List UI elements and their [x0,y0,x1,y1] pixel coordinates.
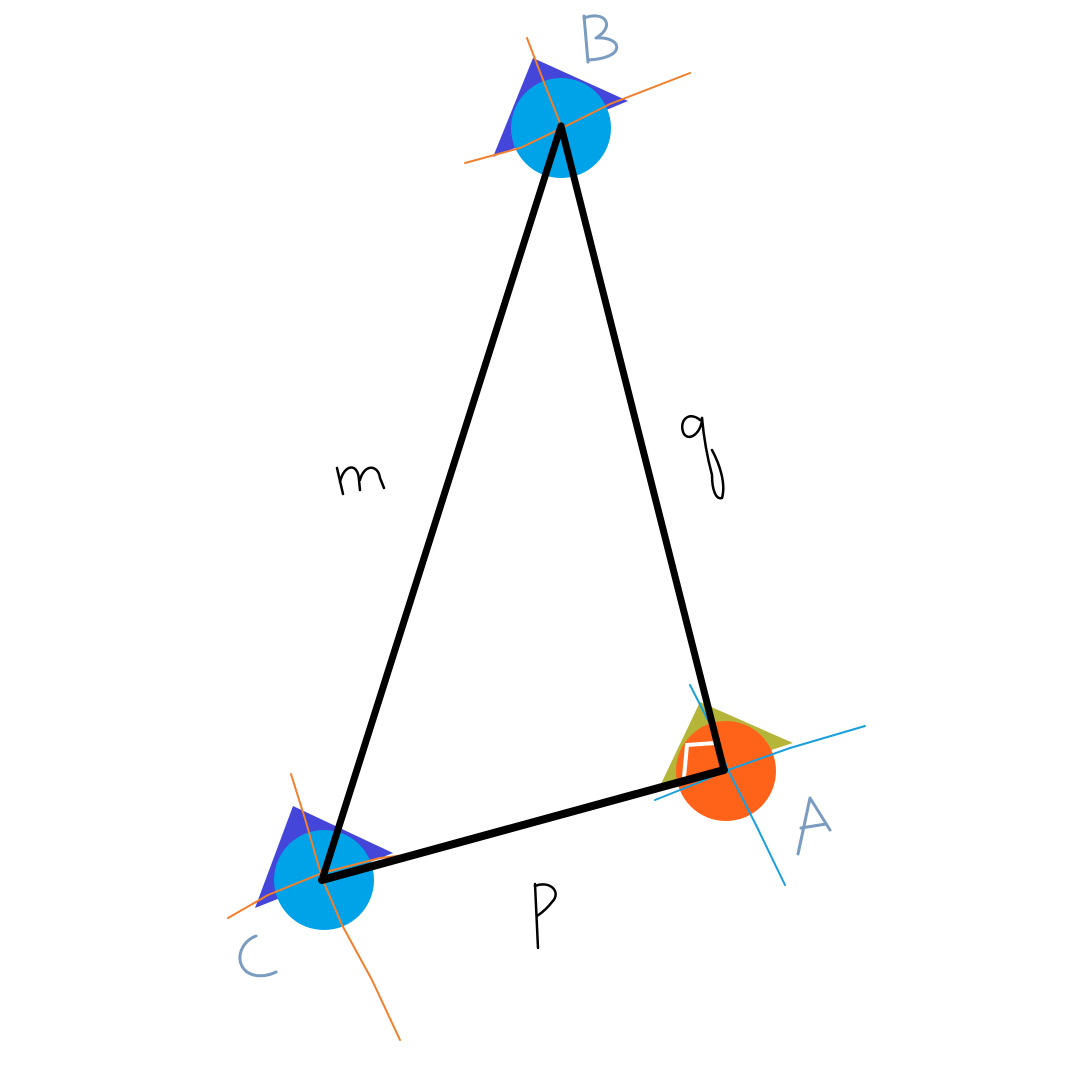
vertex-c-tangent-line-1 [290,773,401,1041]
vertex-b-marker [464,37,691,255]
side-label-p: p [533,882,557,950]
side-p-edge [318,766,728,884]
vertex-c-marker [227,773,433,1041]
triangle-edges [318,122,728,884]
vertex-label-c: C [238,934,278,978]
vertex-a-marker [654,684,866,886]
side-label-m: m [335,466,386,496]
vertex-label-b: B [582,14,619,64]
side-q-edge [557,122,728,774]
side-label-q: q [681,415,725,500]
right-angle-mark [682,741,716,778]
side-m-edge [318,122,565,884]
vertex-label-a: A [796,796,832,856]
